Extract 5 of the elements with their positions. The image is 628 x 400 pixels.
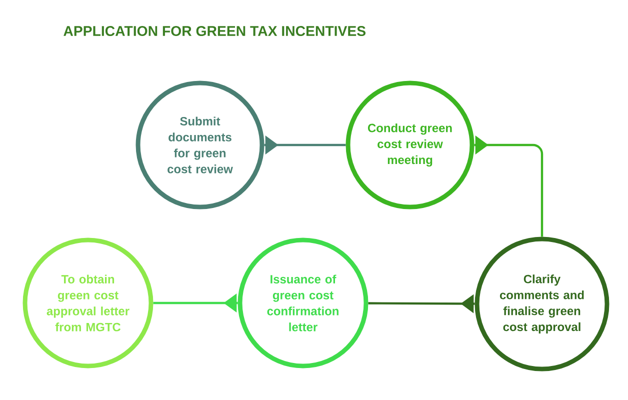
title: APPLICATION FOR GREEN TAX INCENTIVES	[64, 26, 366, 36]
connector-arrow	[153, 294, 238, 312]
connector-arrow	[474, 136, 544, 237]
connector-arrow	[264, 136, 346, 154]
connector-arrow	[368, 294, 475, 314]
